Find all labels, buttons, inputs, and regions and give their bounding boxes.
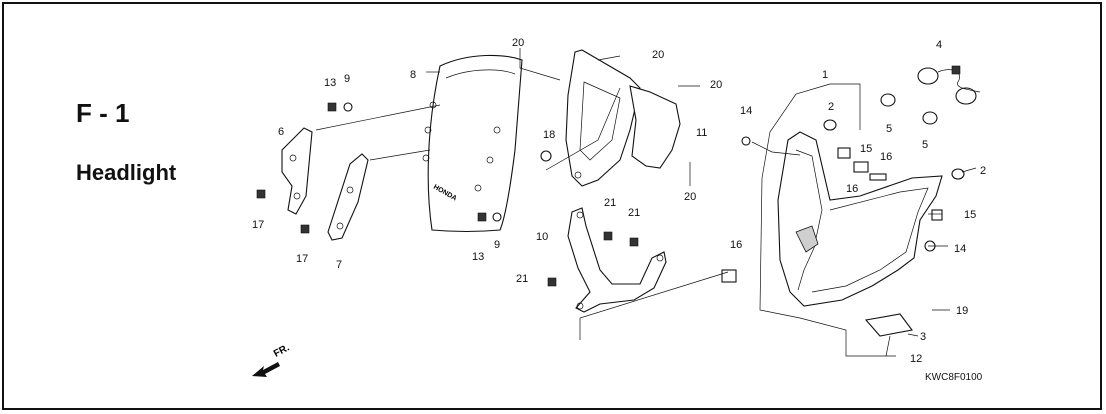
callout-16c: 16	[730, 239, 742, 251]
callout-13b: 13	[472, 251, 484, 263]
callout-21a: 21	[604, 197, 616, 209]
callout-6: 6	[278, 126, 284, 138]
callout-2b: 2	[980, 165, 986, 177]
callout-5a: 5	[886, 123, 892, 135]
windscreen-stay-left	[327, 153, 369, 241]
callout-numbers: 1 2 2 3 4 5 5 6 7 8 9 9 10 11 12 13 13 1…	[252, 37, 986, 365]
leader-lines	[426, 48, 977, 357]
clips-and-nuts	[540, 119, 965, 357]
callout-8: 8	[410, 69, 416, 81]
callout-12: 12	[910, 353, 922, 365]
callout-18: 18	[543, 129, 555, 141]
callout-16b: 16	[846, 183, 858, 195]
callout-13a: 13	[324, 77, 336, 89]
drawing-code: KWC8F0100	[925, 372, 983, 383]
callout-11: 11	[696, 127, 707, 139]
callout-17a: 17	[252, 219, 264, 231]
callout-2a: 2	[828, 101, 834, 113]
callout-3: 3	[920, 331, 926, 343]
callout-7: 7	[336, 259, 342, 271]
windscreen: HONDA	[422, 54, 523, 233]
callout-5b: 5	[922, 139, 928, 151]
callout-9a: 9	[344, 73, 350, 85]
callout-1: 1	[822, 69, 828, 81]
callout-9b: 9	[494, 239, 500, 251]
callout-16a: 16	[880, 151, 892, 163]
callout-19: 19	[956, 305, 968, 317]
front-direction-arrow-icon	[252, 362, 280, 377]
callout-21b: 21	[628, 207, 640, 219]
headlight-socket-and-bulbs	[880, 65, 981, 125]
windscreen-fasteners	[256, 102, 502, 234]
callout-20b: 20	[652, 49, 664, 61]
callout-20d: 20	[684, 191, 696, 203]
callout-17b: 17	[296, 253, 308, 265]
callout-20c: 20	[710, 79, 722, 91]
callout-21c: 21	[516, 273, 528, 285]
headlight-upper-cover	[565, 49, 681, 187]
callout-4: 4	[936, 39, 942, 51]
section-code: F - 1	[76, 98, 130, 128]
section-title: Headlight	[76, 160, 177, 185]
callout-15b: 15	[964, 209, 976, 221]
callout-10: 10	[536, 231, 548, 243]
headlight-case	[777, 131, 943, 307]
callout-14a: 14	[740, 105, 752, 117]
windscreen-stay-right	[281, 127, 313, 215]
headlight-bracket	[567, 207, 667, 313]
callout-15a: 15	[860, 143, 872, 155]
callout-20a: 20	[512, 37, 524, 49]
callout-14b: 14	[954, 243, 966, 255]
